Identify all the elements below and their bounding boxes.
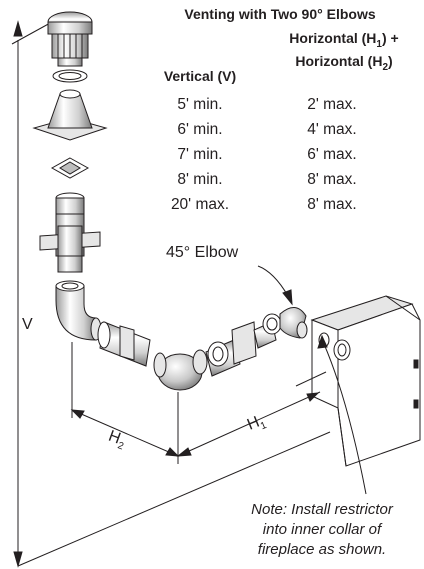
table-cell-vertical: 20' max.: [170, 196, 230, 213]
label-45-elbow: 45° Elbow: [166, 244, 239, 261]
table-title: Venting with Two 90° Elbows: [184, 6, 376, 22]
elbow-90-upper: [55, 280, 102, 341]
elbow-45: [279, 307, 308, 339]
note-line: Note: Install restrictor: [251, 501, 393, 518]
roof-flashing: [32, 89, 108, 141]
table-cell-horizontal: 6' max.: [307, 146, 357, 163]
table-cell-vertical: 5' min.: [177, 96, 223, 113]
table-cell-vertical: 7' min.: [177, 146, 223, 163]
ceiling-firestop: [50, 157, 90, 179]
note-line: fireplace as shown.: [257, 541, 387, 558]
elbow-90-lower: [153, 349, 208, 391]
table-cell-horizontal: 4' max.: [307, 121, 357, 138]
restrictor-note: Note: Install restrictor into inner coll…: [218, 500, 424, 560]
table-cell-horizontal: 2' max.: [307, 96, 357, 113]
label-v: V: [22, 316, 33, 333]
table-cell-vertical: 8' min.: [177, 171, 223, 188]
horizontal-dimension-lines: [70, 342, 327, 464]
elbow-45-leader: [257, 265, 293, 306]
restrictor-leader: [317, 334, 367, 495]
table-cell-horizontal: 8' max.: [307, 196, 357, 213]
vertical-dimension-line: [11, 20, 331, 568]
column-header-horizontal: Horizontal (H1) + Horizontal (H2): [289, 30, 399, 73]
wall-thimble-vertical: [39, 225, 101, 257]
storm-collar-ring: [52, 69, 88, 83]
lower-vertical-pipe: [57, 255, 83, 273]
horizontal-pipe-h2: [97, 321, 151, 367]
table-cell-vertical: 6' min.: [177, 121, 223, 138]
column-header-vertical: Vertical (V): [163, 68, 237, 84]
fireplace-unit: [310, 295, 421, 467]
note-line: into inner collar of: [262, 521, 382, 538]
termination-cap: [47, 11, 93, 67]
table-cell-horizontal: 8' max.: [307, 171, 357, 188]
horizontal-pipe-h1: [205, 313, 282, 377]
